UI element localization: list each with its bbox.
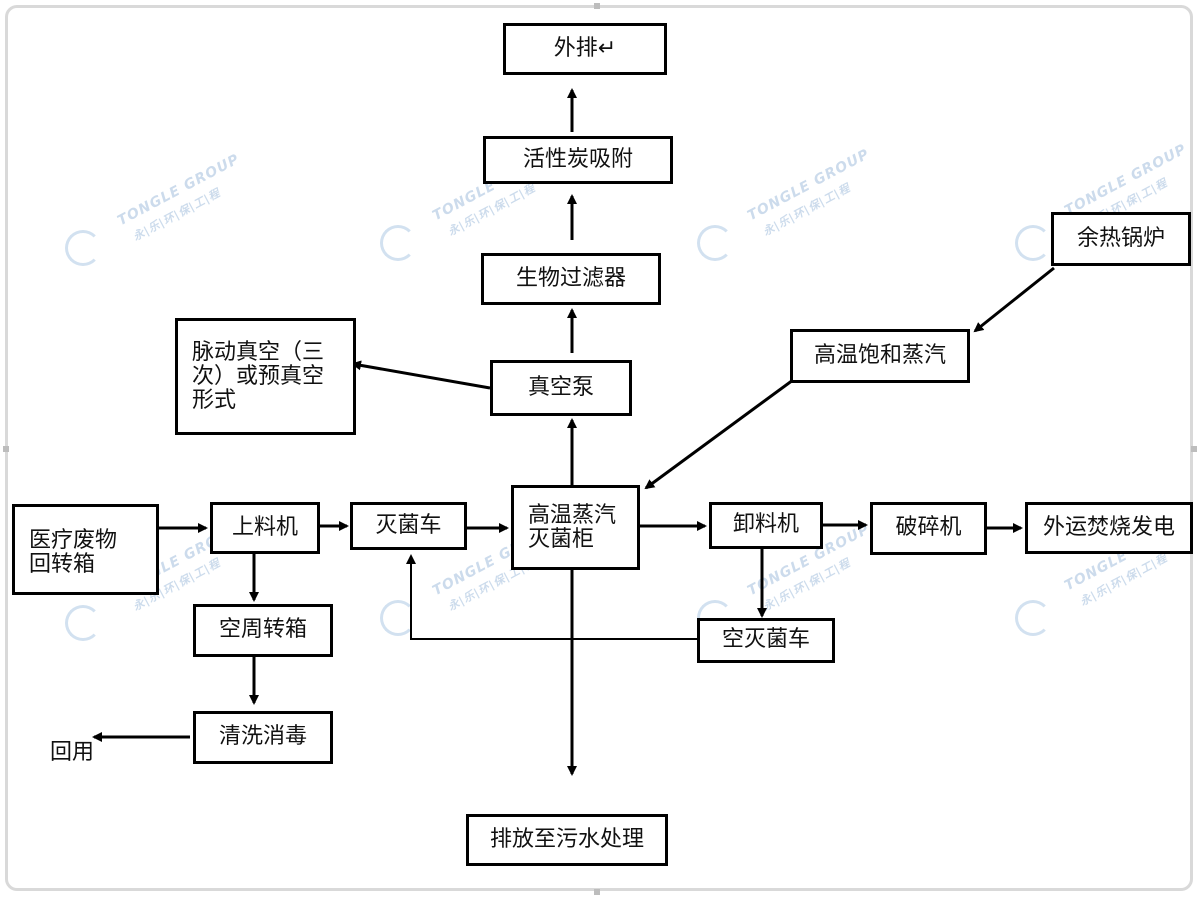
node-empty-box-label: 空周转箱 xyxy=(218,617,307,643)
node-empty-cart: 空灭菌车 xyxy=(697,618,835,663)
node-loader-label: 上料机 xyxy=(231,514,298,540)
watermark-logo-icon xyxy=(380,600,416,636)
node-hot-steam-label: 高温饱和蒸汽 xyxy=(813,342,946,368)
node-incineration: 外运焚烧发电 xyxy=(1025,502,1193,554)
watermark-logo-icon xyxy=(697,225,733,261)
resize-handle-right[interactable] xyxy=(1191,446,1197,452)
node-medical-waste-box-label: 医疗废物 回转箱 xyxy=(29,528,118,578)
node-crusher-label: 破碎机 xyxy=(895,515,962,541)
node-empty-cart-label: 空灭菌车 xyxy=(721,627,810,653)
node-sterilizer-cabinet: 高温蒸汽 灭菌柜 xyxy=(511,485,640,570)
resize-handle-bottom[interactable] xyxy=(594,889,600,895)
node-waste-heat-boiler-label: 余热锅炉 xyxy=(1076,225,1165,251)
resize-handle-left[interactable] xyxy=(3,446,9,452)
node-sterilize-cart: 灭菌车 xyxy=(350,502,467,550)
watermark-logo-icon xyxy=(1015,600,1051,636)
node-sewage-label: 排放至污水处理 xyxy=(489,826,644,852)
node-hot-steam: 高温饱和蒸汽 xyxy=(790,329,970,383)
node-unloader: 卸料机 xyxy=(709,502,823,549)
node-crusher: 破碎机 xyxy=(870,502,987,555)
watermark-logo-icon xyxy=(65,605,101,641)
watermark-logo-icon xyxy=(65,230,101,266)
node-vacuum-pump: 真空泵 xyxy=(490,360,632,416)
node-activated-carbon-label: 活性炭吸附 xyxy=(522,146,633,172)
node-sterilizer-cabinet-label: 高温蒸汽 灭菌柜 xyxy=(528,503,617,553)
node-bio-filter: 生物过滤器 xyxy=(481,253,661,305)
node-reuse: 回用 xyxy=(50,740,95,765)
node-outlet: 外排↵ xyxy=(503,23,667,75)
node-sewage: 排放至污水处理 xyxy=(466,814,668,866)
node-wash-disinfect: 清洗消毒 xyxy=(193,711,333,764)
node-bio-filter-label: 生物过滤器 xyxy=(515,265,626,291)
node-activated-carbon: 活性炭吸附 xyxy=(483,136,673,184)
node-incineration-label: 外运焚烧发电 xyxy=(1042,514,1175,540)
watermark-logo-icon xyxy=(380,225,416,261)
node-medical-waste-box: 医疗废物 回转箱 xyxy=(12,504,159,595)
node-pulse-vacuum-label: 脉动真空（三 次）或预真空 形式 xyxy=(192,340,325,414)
resize-handle-top[interactable] xyxy=(594,3,600,9)
arrow-boiler-to-steam xyxy=(973,266,1055,333)
node-unloader-label: 卸料机 xyxy=(732,512,799,538)
node-waste-heat-boiler: 余热锅炉 xyxy=(1051,212,1191,266)
node-wash-disinfect-label: 清洗消毒 xyxy=(218,724,307,750)
arrow-steam-to-cabinet xyxy=(644,378,794,490)
node-loader: 上料机 xyxy=(210,502,320,554)
watermark-logo-icon xyxy=(1015,225,1051,261)
arrow-pump-to-pulse xyxy=(351,360,491,390)
node-pulse-vacuum: 脉动真空（三 次）或预真空 形式 xyxy=(175,318,356,435)
node-outlet-label: 外排↵ xyxy=(553,35,617,61)
node-empty-box: 空周转箱 xyxy=(193,604,333,657)
node-vacuum-pump-label: 真空泵 xyxy=(527,374,594,400)
arrow-emptycart-to-cart xyxy=(406,554,697,640)
node-sterilize-cart-label: 灭菌车 xyxy=(375,512,442,538)
